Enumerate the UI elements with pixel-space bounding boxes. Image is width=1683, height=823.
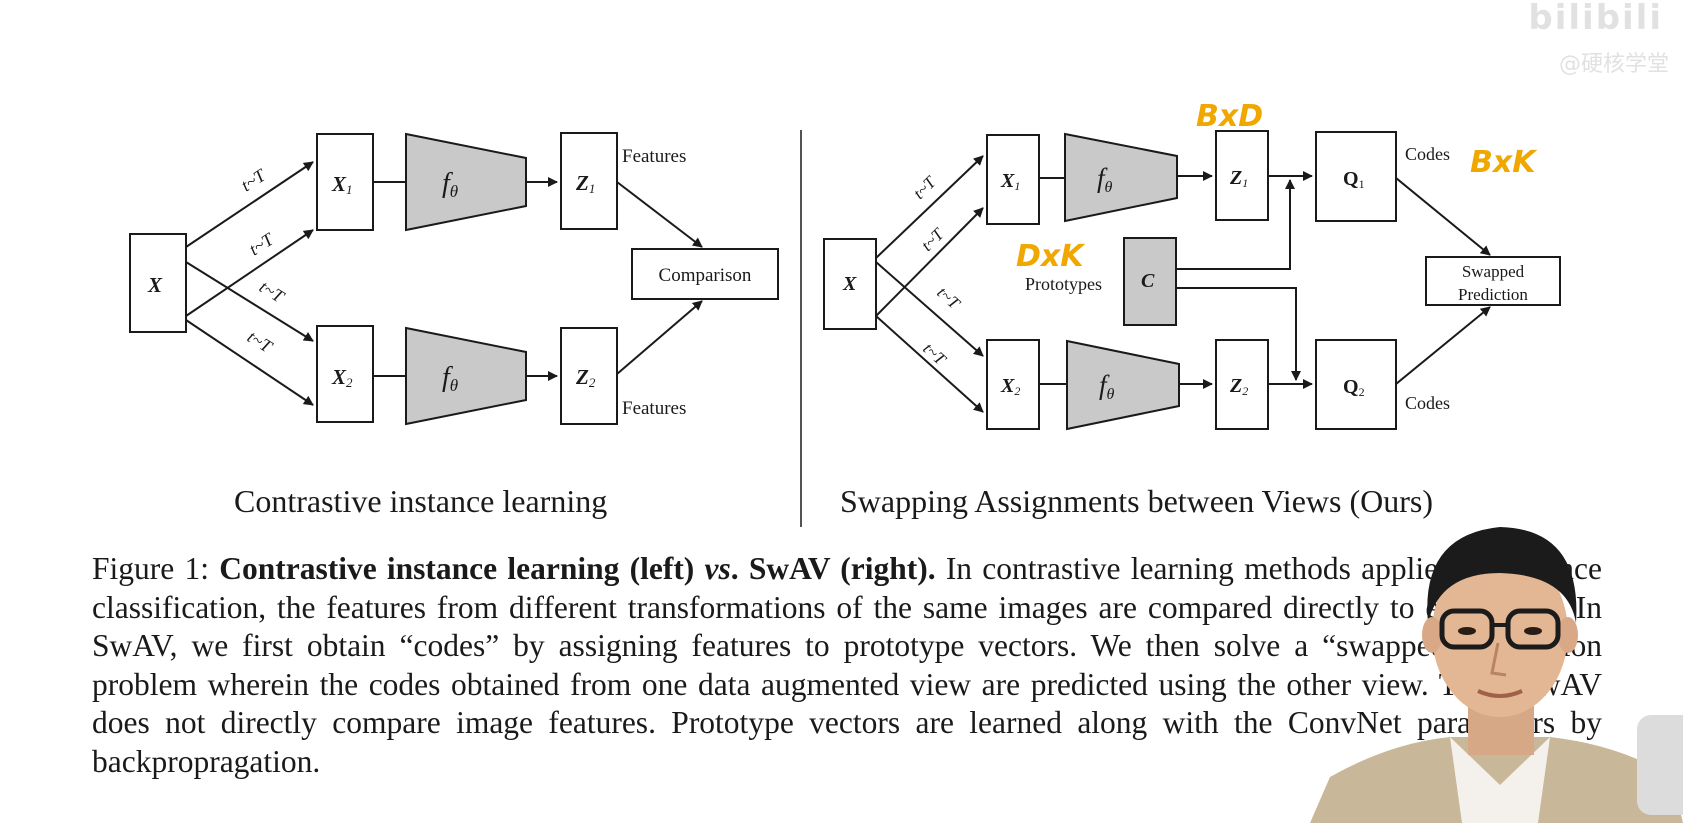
left-panel-title: Contrastive instance learning [234, 483, 608, 519]
left-arrow-x-v1-b [185, 229, 314, 317]
left-feat2-box [560, 327, 618, 425]
left-input-label: X [147, 273, 163, 297]
annotation-bxd: BxD [1196, 99, 1263, 134]
right-encoder2-shape [1066, 339, 1180, 431]
right-encoder2-label: fθ [1099, 370, 1115, 403]
code2-label: Q2 [1343, 376, 1365, 399]
right-arrow-x-v2-b [875, 315, 984, 413]
left-diagram [129, 132, 779, 426]
watermark-logo: bilibili [1528, 0, 1663, 38]
caption-bold-1: Contrastive instance learning (left) [219, 551, 705, 586]
right-feat2-box [1215, 339, 1269, 430]
right-feat2-label: Z2 [1229, 375, 1248, 398]
left-encoder2-label: fθ [442, 362, 458, 395]
right-encoder1-shape [1064, 132, 1178, 223]
annotation-bxk: BxK [1470, 145, 1538, 180]
left-view2-label: X2 [331, 365, 353, 390]
left-view1-label: X1 [331, 172, 353, 197]
right-view1-box [986, 134, 1040, 225]
right-arrow-proto-up [1176, 179, 1295, 270]
prototypes-box [1123, 237, 1177, 326]
swapped-label-line2: Prediction [1458, 285, 1528, 304]
right-input-box [823, 238, 877, 330]
left-feat1-label: Z1 [575, 171, 595, 196]
left-features-label-top: Features [622, 146, 686, 167]
left-arrow-x-v2-b [185, 319, 314, 406]
comparison-box [631, 248, 779, 300]
right-transform-label-3: t~T [933, 283, 964, 314]
left-arrow-x-v2-a [185, 261, 314, 342]
left-encoder1-shape [405, 132, 527, 232]
figure-caption: Figure 1: Contrastive instance learning … [92, 550, 1602, 781]
caption-bold-2: . SwAV (right). [730, 551, 936, 586]
code1-box [1315, 131, 1397, 222]
right-diagram [823, 130, 1561, 431]
right-view1-label: X1 [1000, 170, 1020, 193]
presenter-avatar-icon [1310, 527, 1683, 823]
right-arrow-x-v1-b [875, 207, 984, 317]
left-feat2-label: Z2 [575, 365, 596, 390]
right-view2-label: X2 [1000, 375, 1020, 398]
right-input-label: X [842, 273, 857, 295]
codes-label-bottom: Codes [1405, 393, 1450, 413]
codes-label-top: Codes [1405, 144, 1450, 164]
right-feat1-box [1215, 130, 1269, 221]
caption-prefix: Figure 1: [92, 551, 220, 586]
annotation-dxk: DxK [1016, 239, 1086, 274]
right-arrow-x-v1-a [875, 155, 984, 259]
left-feat1-box [560, 132, 618, 230]
prototypes-label: Prototypes [1025, 274, 1102, 294]
code2-box [1315, 339, 1397, 430]
right-arrow-x-v2-a [875, 261, 984, 357]
left-transform-label-3: t~T [256, 276, 289, 307]
right-transform-label-4: t~T [919, 339, 950, 370]
swapped-prediction-box [1425, 256, 1561, 306]
right-arrow-code1-swap [1395, 177, 1491, 256]
right-transform-label-2: t~T [917, 224, 948, 255]
prototypes-box-label: C [1141, 270, 1155, 292]
left-transform-label-1: t~T [237, 164, 270, 195]
left-view1-box [316, 133, 374, 231]
right-view2-box [986, 339, 1040, 430]
right-arrow-code2-swap [1395, 306, 1491, 385]
right-transform-label-1: t~T [909, 172, 940, 203]
left-arrow-x-v1-a [185, 161, 314, 248]
caption-bold-vs: vs [704, 551, 731, 586]
swapped-label-line1: Swapped [1462, 262, 1525, 281]
left-view2-box [316, 325, 374, 423]
right-encoder1-label: fθ [1097, 163, 1113, 196]
caption-body: In contrastive learning methods applied … [92, 551, 1602, 779]
left-arrow-feat1-cmp [616, 181, 703, 248]
side-panel-tab[interactable] [1637, 715, 1683, 815]
right-feat1-label: Z1 [1229, 167, 1248, 190]
comparison-label: Comparison [659, 265, 752, 286]
code1-label: Q1 [1343, 168, 1365, 191]
bilibili-watermark: bilibili @硬核学堂 [1423, 0, 1683, 77]
left-input-box [129, 233, 187, 333]
right-arrow-proto-down [1176, 287, 1301, 381]
left-encoder2-shape [405, 326, 527, 426]
left-encoder1-label: fθ [442, 168, 458, 201]
watermark-sub: @硬核学堂 [1558, 52, 1669, 77]
left-transform-label-4: t~T [244, 326, 277, 357]
right-panel-title: Swapping Assignments between Views (Ours… [840, 483, 1433, 519]
left-transform-label-2: t~T [245, 228, 278, 259]
left-features-label-bottom: Features [622, 398, 686, 419]
left-arrow-feat2-cmp [616, 300, 703, 375]
